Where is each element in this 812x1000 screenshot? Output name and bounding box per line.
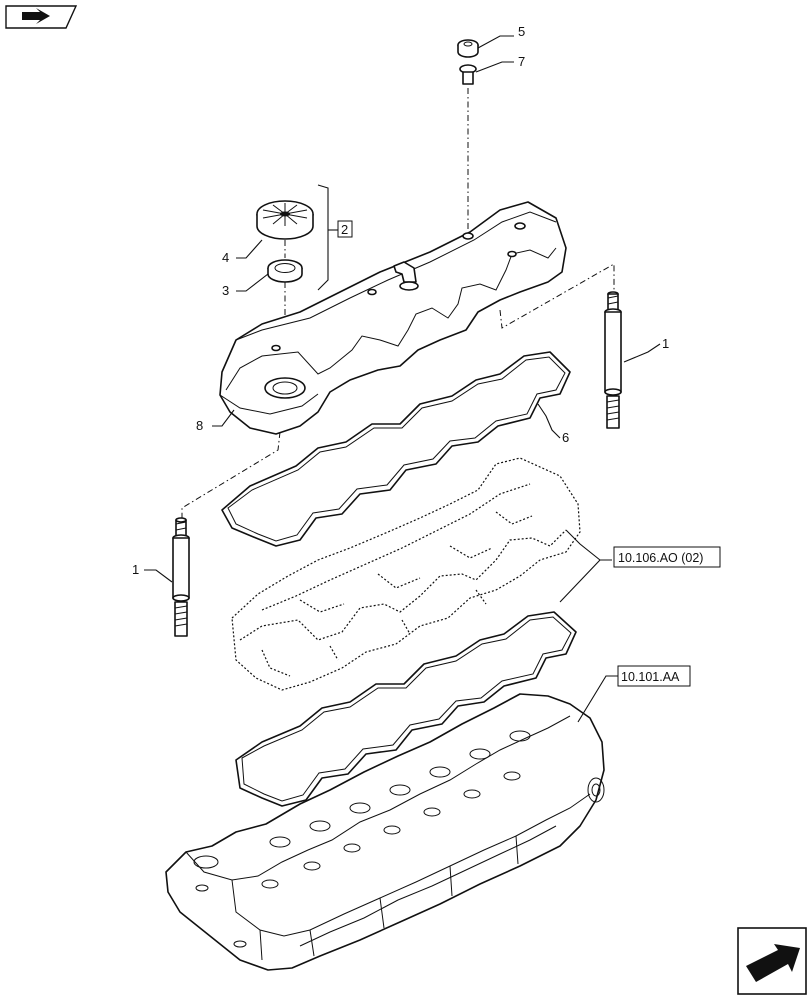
callout-3: 3 <box>222 283 229 298</box>
washer-part <box>459 64 477 85</box>
leader-8 <box>212 409 235 427</box>
head-gasket-reference <box>235 611 577 807</box>
next-page-arrow-icon[interactable] <box>737 927 807 995</box>
leader-1-right <box>623 343 661 363</box>
cover-gasket-part <box>221 351 571 547</box>
callout-2-box <box>337 220 353 238</box>
stud-right-part <box>604 291 622 429</box>
callout-7: 7 <box>518 54 525 69</box>
rocker-housing-reference <box>231 457 581 691</box>
breather-cap-part <box>256 200 314 240</box>
forward-arrow-icon[interactable] <box>5 5 78 29</box>
cylinder-head-reference <box>165 693 605 971</box>
leader-3 <box>236 273 269 292</box>
callout-2: 2 <box>341 222 348 237</box>
ref-box-cylinder-head[interactable] <box>617 665 691 687</box>
leader-5 <box>477 35 514 49</box>
seal-ring-part <box>267 259 303 283</box>
group-bracket <box>317 184 329 291</box>
callout-6: 6 <box>562 430 569 445</box>
callout-5: 5 <box>518 24 525 39</box>
callout-1-left: 1 <box>132 562 139 577</box>
leader-ref-head <box>577 675 618 723</box>
callout-4: 4 <box>222 250 229 265</box>
ref-link-head-gasket[interactable]: 10.106.AO (02) <box>618 551 703 565</box>
ref-box-head-gasket[interactable] <box>613 546 721 568</box>
stud-right-alignment <box>499 263 615 329</box>
leader-7 <box>475 61 514 73</box>
callout-1-right: 1 <box>662 336 669 351</box>
leader-4 <box>236 239 263 259</box>
leader-1-left <box>144 569 173 583</box>
stud-left-alignment <box>181 431 281 518</box>
rocker-cover-part <box>219 201 567 435</box>
leader-ref-gasket-2 <box>559 559 601 603</box>
ref-link-cylinder-head[interactable]: 10.101.AA <box>621 670 680 684</box>
bolt-part <box>457 39 479 58</box>
leader-6 <box>537 403 561 439</box>
stud-left-part <box>172 517 190 637</box>
callout-8: 8 <box>196 418 203 433</box>
leader-ref-gasket <box>565 529 612 561</box>
